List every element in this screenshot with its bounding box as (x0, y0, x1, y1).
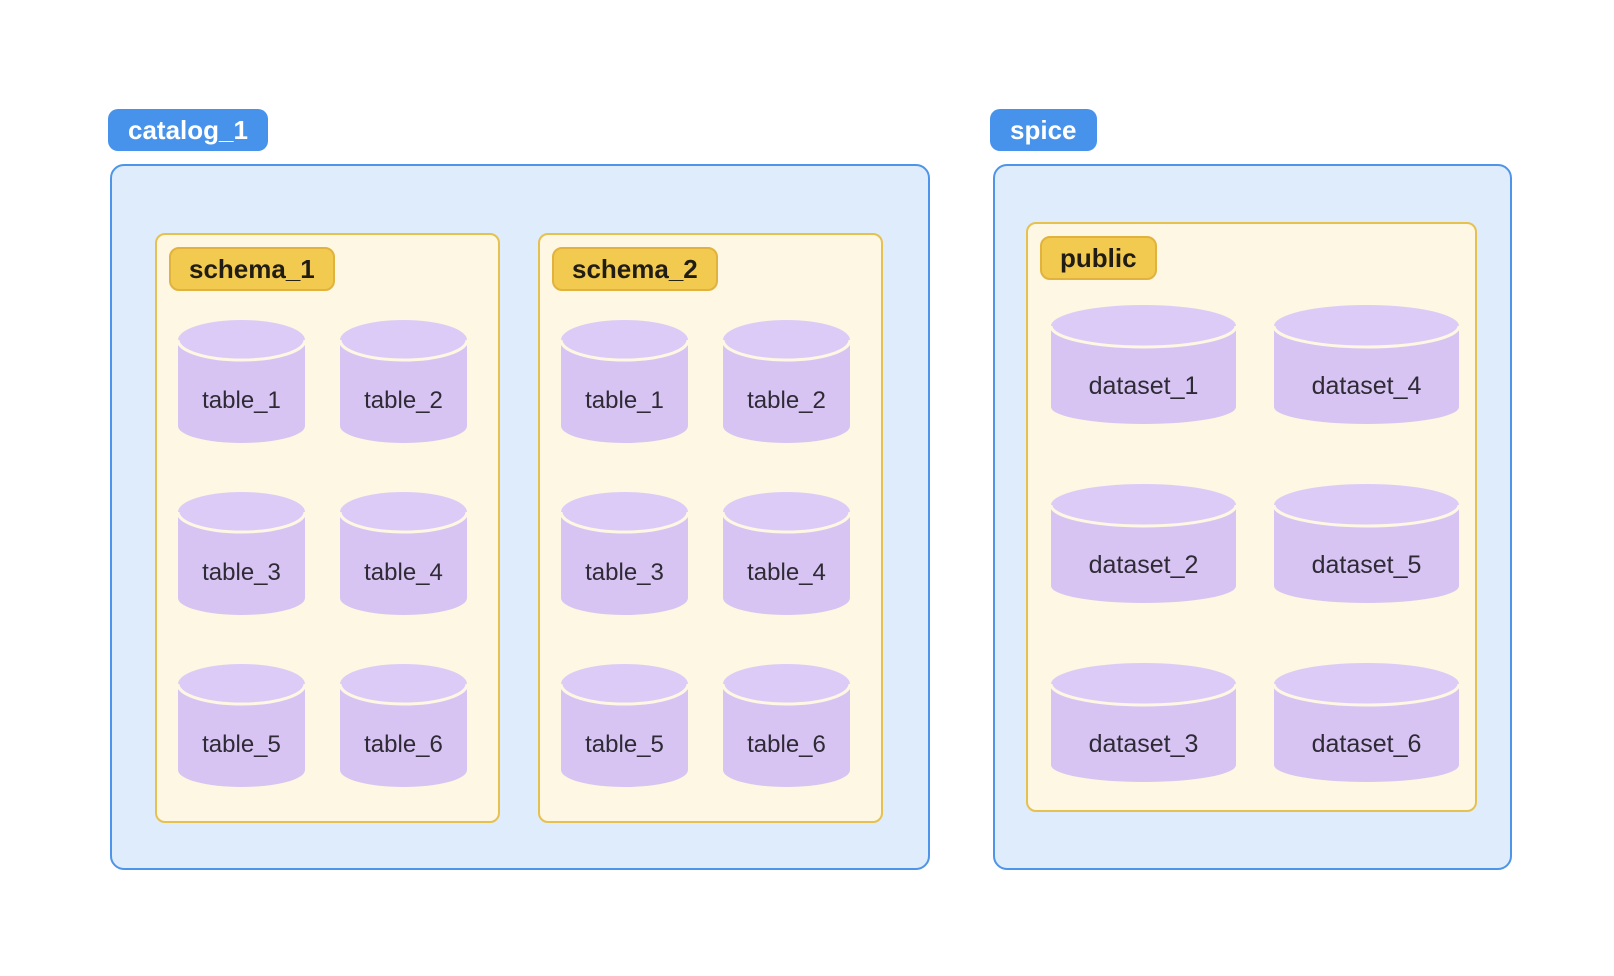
database-cylinder: table_5 (178, 664, 305, 789)
table-grid: table_1 table_2 tabl (178, 320, 467, 789)
database-icon (723, 664, 850, 787)
dataset-label: dataset_5 (1311, 550, 1422, 579)
catalog-container: schema_1 table_1 table (110, 164, 930, 870)
table-grid: table_1 table_2 tabl (561, 320, 850, 789)
table-label: table_6 (364, 730, 443, 758)
dataset-label: dataset_1 (1088, 371, 1199, 400)
database-cylinder: table_4 (340, 492, 467, 617)
database-icon (1051, 484, 1236, 603)
table-label: table_3 (202, 558, 281, 586)
table-label: table_4 (364, 558, 443, 586)
table-label: table_3 (585, 558, 664, 586)
database-cylinder: table_3 (561, 492, 688, 617)
table-label: table_4 (747, 558, 826, 586)
schema-box-public: public dataset_1 datas (1026, 222, 1477, 812)
database-cylinder: table_2 (723, 320, 850, 445)
schema-badge: schema_2 (552, 247, 718, 291)
database-cylinder: dataset_4 (1274, 305, 1459, 427)
database-cylinder: table_3 (178, 492, 305, 617)
database-cylinder: dataset_2 (1051, 484, 1236, 606)
database-icon (1274, 484, 1459, 603)
database-cylinder: table_6 (340, 664, 467, 789)
database-cylinder: dataset_1 (1051, 305, 1236, 427)
table-label: table_5 (202, 730, 281, 758)
database-icon (1051, 663, 1236, 782)
table-label: table_1 (585, 386, 664, 414)
database-icon (178, 492, 305, 615)
database-icon (1274, 663, 1459, 782)
schema-badge: public (1040, 236, 1157, 280)
database-cylinder: table_5 (561, 664, 688, 789)
database-cylinder: table_2 (340, 320, 467, 445)
database-cylinder: table_4 (723, 492, 850, 617)
database-cylinder: dataset_3 (1051, 663, 1236, 785)
database-cylinder: table_1 (178, 320, 305, 445)
spice-badge: spice (990, 109, 1097, 151)
database-icon (340, 492, 467, 615)
database-icon (561, 320, 688, 443)
database-icon (1274, 305, 1459, 424)
schema-box-2: schema_2 table_1 table (538, 233, 883, 823)
database-cylinder: table_6 (723, 664, 850, 789)
dataset-label: dataset_3 (1088, 729, 1199, 758)
schema-box-1: schema_1 table_1 table (155, 233, 500, 823)
database-cylinder: dataset_6 (1274, 663, 1459, 785)
table-label: table_6 (747, 730, 826, 758)
dataset-label: dataset_6 (1311, 729, 1422, 758)
dataset-label: dataset_4 (1311, 371, 1422, 400)
database-icon (561, 492, 688, 615)
table-label: table_1 (202, 386, 281, 414)
database-cylinder: dataset_5 (1274, 484, 1459, 606)
table-label: table_2 (364, 386, 443, 414)
spice-container: public dataset_1 datas (993, 164, 1512, 870)
dataset-label: dataset_2 (1088, 550, 1199, 579)
database-icon (340, 320, 467, 443)
database-icon (723, 492, 850, 615)
database-cylinder: table_1 (561, 320, 688, 445)
database-icon (723, 320, 850, 443)
database-icon (178, 664, 305, 787)
database-icon (561, 664, 688, 787)
database-icon (340, 664, 467, 787)
schema-badge: schema_1 (169, 247, 335, 291)
table-label: table_5 (585, 730, 664, 758)
table-label: table_2 (747, 386, 826, 414)
catalog-badge: catalog_1 (108, 109, 268, 151)
database-icon (178, 320, 305, 443)
database-icon (1051, 305, 1236, 424)
dataset-grid: dataset_1 dataset_4 (1051, 305, 1459, 785)
